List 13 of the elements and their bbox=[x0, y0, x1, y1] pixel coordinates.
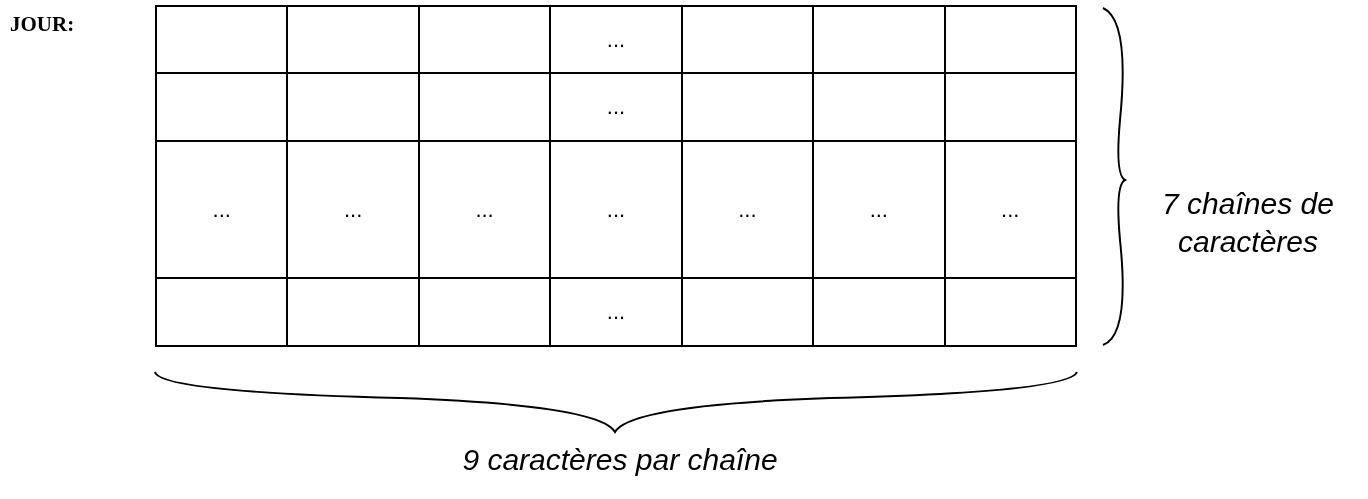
table-cell: ... bbox=[681, 141, 814, 278]
table-cell: ... bbox=[156, 141, 288, 278]
table-cell: ... bbox=[550, 6, 682, 73]
row-label: JOUR: bbox=[10, 12, 76, 37]
table-cell: ... bbox=[813, 141, 945, 278]
table-cell: ... bbox=[418, 141, 551, 278]
brace-label: 7 chaînes de caractères bbox=[1161, 186, 1335, 260]
table-cell: ... bbox=[550, 278, 682, 346]
table-cell: ... bbox=[287, 141, 419, 278]
table-cell: ... bbox=[550, 73, 682, 141]
table-cell: ... bbox=[944, 141, 1076, 278]
brace-label: 9 caractères par chaîne bbox=[461, 443, 779, 477]
table-cell: ... bbox=[550, 141, 682, 278]
